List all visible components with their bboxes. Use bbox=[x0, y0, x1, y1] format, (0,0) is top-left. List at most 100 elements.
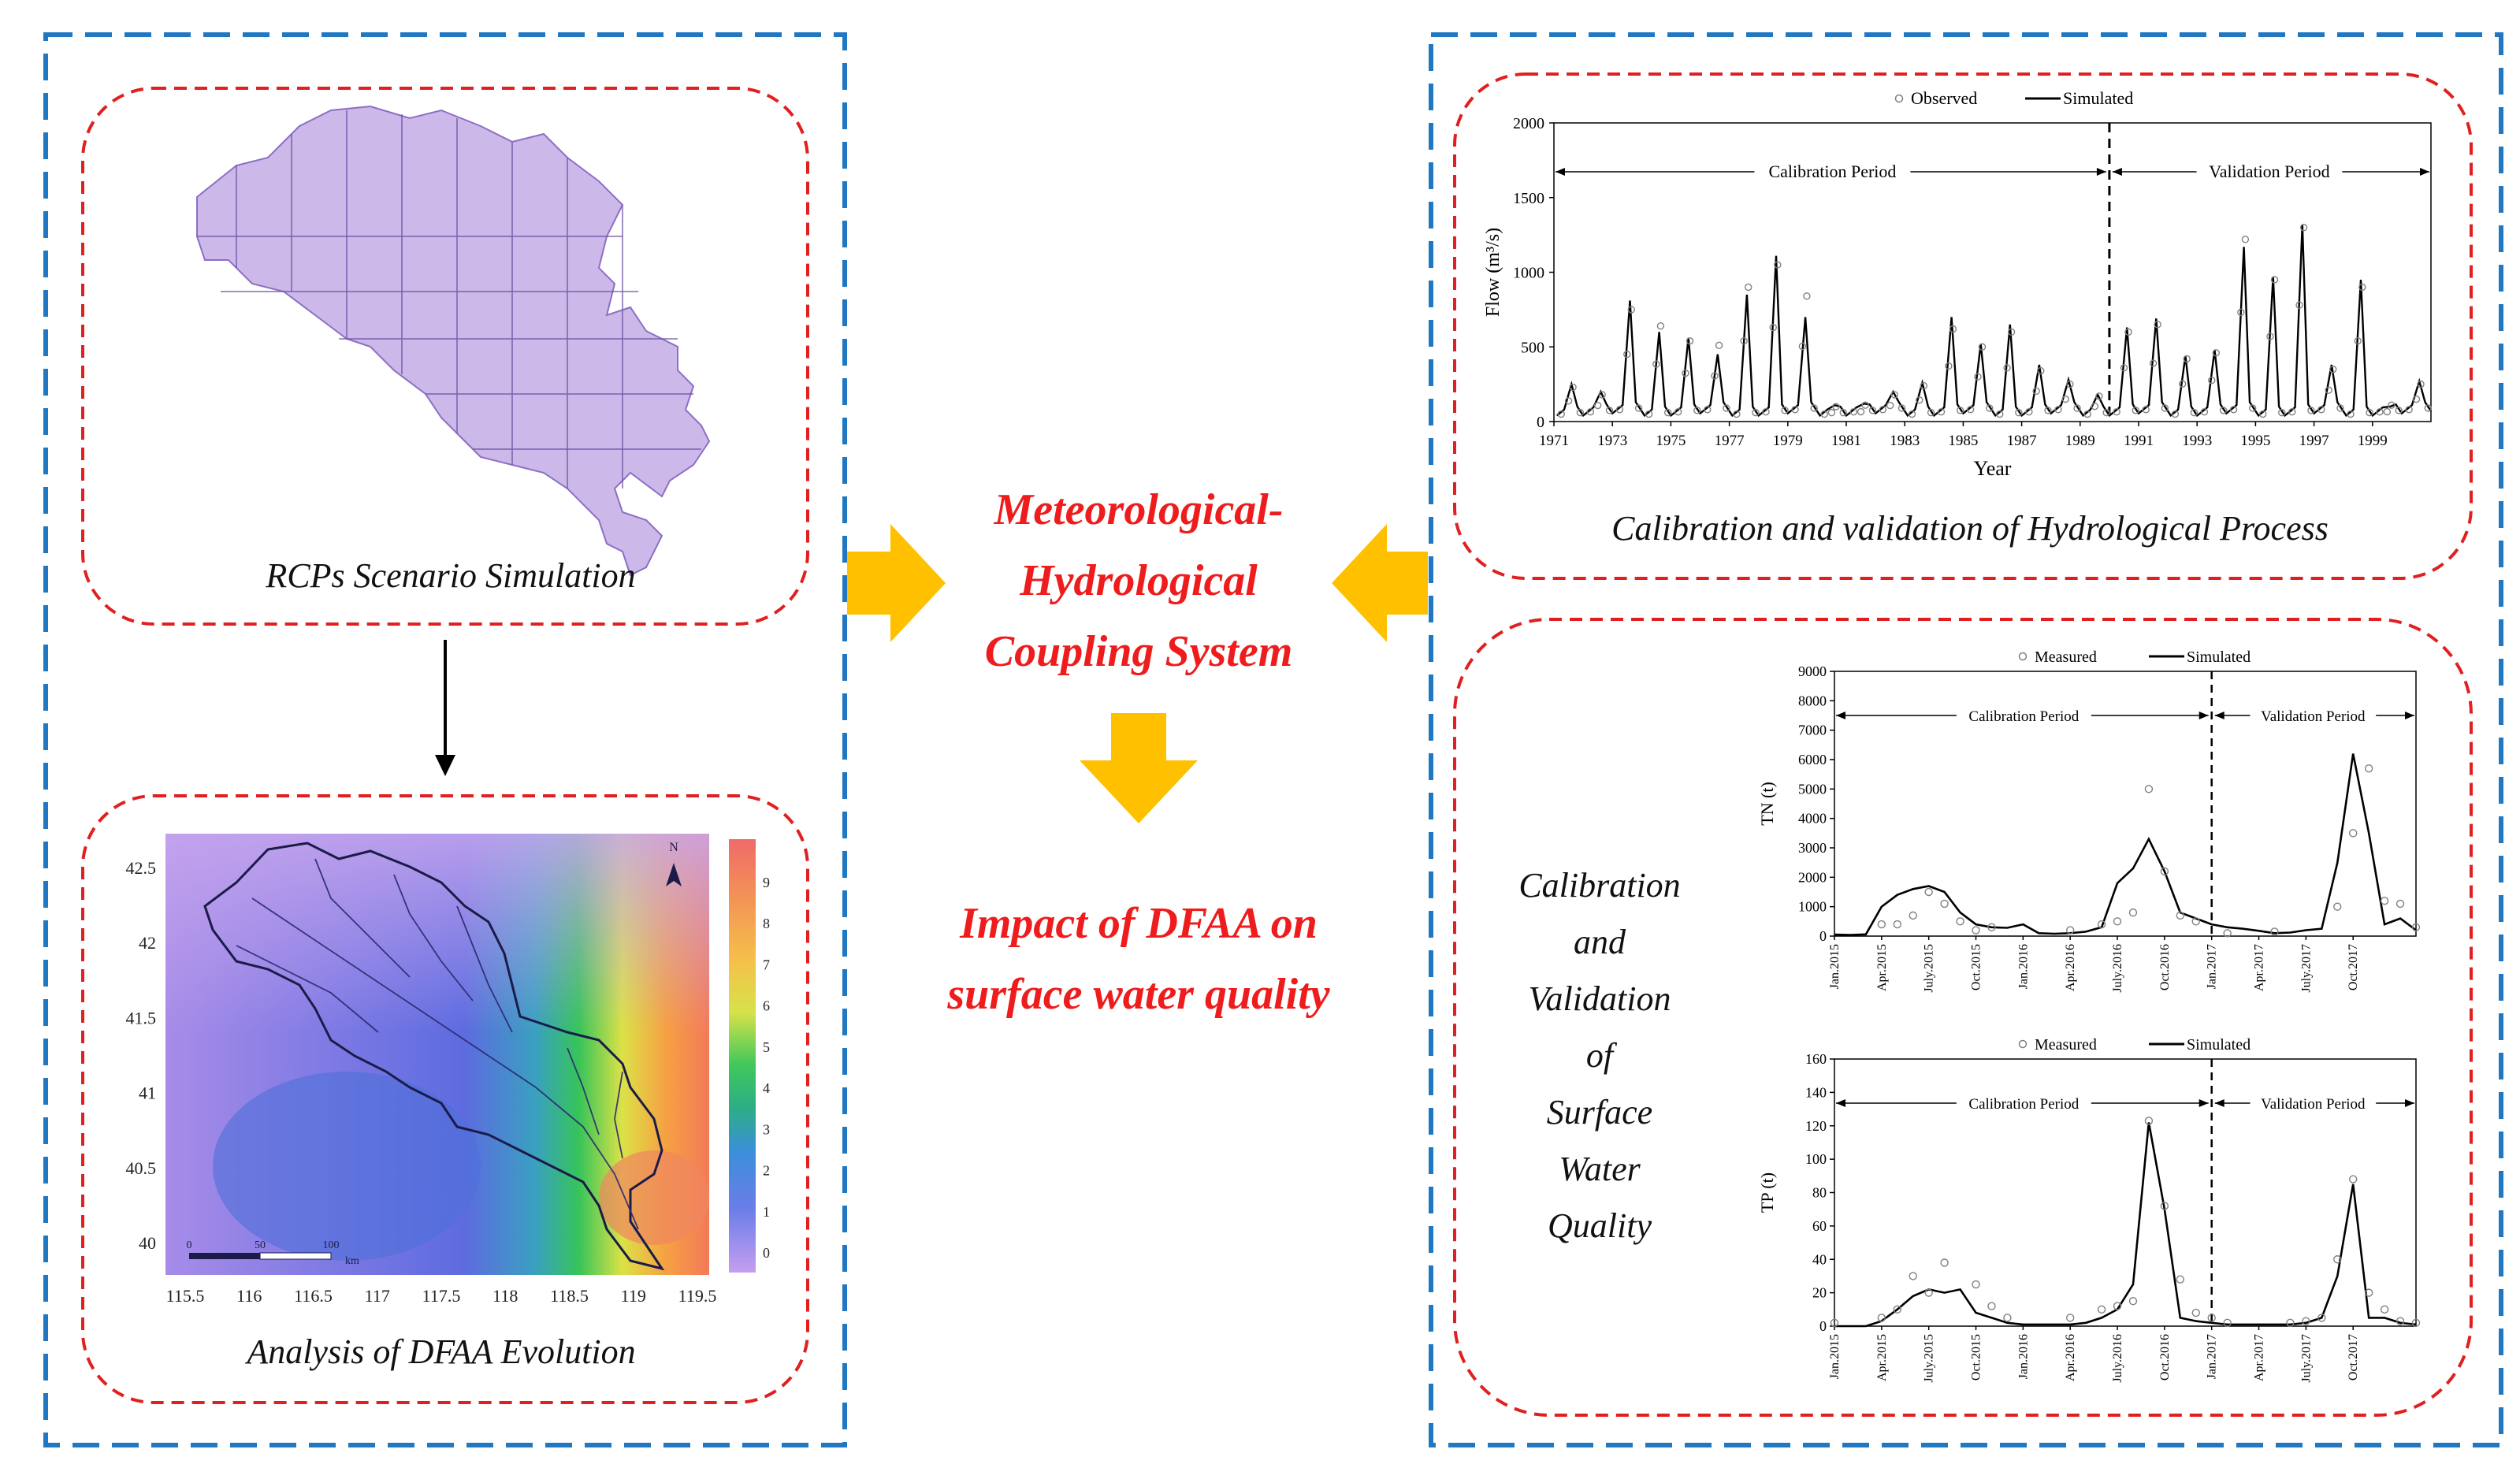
map-x-tick-5: 118 bbox=[492, 1286, 518, 1306]
wq-panel bbox=[1453, 618, 2473, 1417]
tn-measured-point bbox=[2065, 926, 2075, 935]
flow-x-tick-6: 1983 bbox=[1890, 433, 1920, 449]
wq-label: CalibrationandValidationofSurfaceWaterQu… bbox=[1518, 866, 1680, 1245]
scale-label-0: 0 bbox=[187, 1239, 192, 1251]
tn-x-tick-9: Apr.2017 bbox=[2253, 944, 2266, 991]
flow-observed-point bbox=[2329, 365, 2337, 373]
tp-measured-point bbox=[2003, 1314, 2012, 1322]
flow-observed-point bbox=[1920, 381, 1928, 390]
flow-observed-point bbox=[2229, 406, 2238, 414]
flow-observed-point bbox=[1576, 408, 1585, 417]
legend-tick-6: 3 bbox=[763, 1121, 770, 1137]
scale-label-100: 100 bbox=[323, 1239, 340, 1251]
map-x-tick-2: 116.5 bbox=[294, 1286, 333, 1306]
flow-observed-point bbox=[1656, 322, 1665, 330]
wq-label-line-1: and bbox=[1574, 923, 1626, 961]
flow-x-tick-9: 1989 bbox=[2065, 433, 2095, 449]
flow-observed-point bbox=[2161, 404, 2169, 412]
tp-measured-point bbox=[2317, 1314, 2326, 1322]
down-arrow-rcp-to-dfaa bbox=[435, 640, 455, 776]
legend-observed-label: Measured bbox=[2035, 1036, 2097, 1054]
flow-observed-point bbox=[2095, 392, 2103, 400]
legend-observed-marker bbox=[1894, 94, 1904, 103]
tp-measured-point bbox=[2207, 1314, 2216, 1322]
tp-x-tick-6: July.2016 bbox=[2111, 1334, 2124, 1383]
legend-simulated-label: Simulated bbox=[2063, 88, 2133, 108]
validation-period-label: Validation Period bbox=[2209, 162, 2329, 181]
tn-x-tick-8: Jan.2017 bbox=[2206, 944, 2219, 989]
flow-observed-point bbox=[2366, 408, 2373, 417]
map-y-tick-0: 42.5 bbox=[126, 858, 157, 878]
tp-measured-point bbox=[2395, 1317, 2405, 1325]
tn-measured-point bbox=[2349, 829, 2358, 838]
tn-measured-point bbox=[1987, 923, 1996, 932]
flow-observed-point bbox=[1798, 342, 1807, 351]
tp-measured-point bbox=[1877, 1314, 1886, 1322]
calibration-period-label: Calibration Period bbox=[1768, 162, 1896, 181]
flow-observed-point bbox=[1820, 410, 1828, 418]
flow-y-tick-3: 1500 bbox=[1513, 190, 1544, 207]
flow-y-tick-2: 1000 bbox=[1513, 265, 1544, 282]
tn-x-tick-6: July.2016 bbox=[2111, 944, 2124, 993]
flow-observed-point bbox=[2200, 407, 2209, 416]
tp-y-tick-2: 40 bbox=[1812, 1251, 1827, 1267]
coupling-system-title: Meteorological- Hydrological Coupling Sy… bbox=[985, 485, 1293, 676]
north-label: N bbox=[669, 841, 678, 854]
tp-y-tick-0: 0 bbox=[1819, 1318, 1827, 1334]
tn-y-tick-8: 8000 bbox=[1798, 693, 1827, 708]
flow-observed-point bbox=[1674, 407, 1682, 416]
flow-observed-point bbox=[2354, 336, 2362, 345]
flow-observed-point bbox=[1682, 369, 1689, 377]
flow-observed-point bbox=[2025, 407, 2033, 416]
flow-observed-point bbox=[1827, 408, 1836, 417]
flow-observed-point bbox=[1569, 383, 1577, 392]
tn-y-tick-2: 2000 bbox=[1798, 869, 1827, 885]
flow-y-tick-1: 500 bbox=[1521, 339, 1544, 356]
tn-y-tick-1: 1000 bbox=[1798, 899, 1827, 915]
flow-observed-point bbox=[1774, 261, 1782, 269]
flow-x-tick-8: 1987 bbox=[2007, 433, 2037, 449]
flow-observed-point bbox=[1623, 351, 1631, 359]
flow-observed-point bbox=[1996, 410, 2004, 418]
flow-observed-point bbox=[2248, 404, 2257, 412]
tn-y-tick-5: 5000 bbox=[1798, 781, 1827, 797]
tp-x-tick-8: Jan.2017 bbox=[2206, 1334, 2219, 1379]
flow-observed-point bbox=[2142, 406, 2150, 414]
flow-observed-point bbox=[2113, 407, 2120, 416]
tn-simulated-series bbox=[1834, 753, 2417, 936]
arrow-right-icon bbox=[847, 524, 946, 642]
flow-observed-point bbox=[2066, 380, 2074, 388]
tn-measured-point bbox=[1909, 911, 1917, 920]
flow-observed-point bbox=[1916, 396, 1923, 404]
tp-y-tick-5: 100 bbox=[1805, 1151, 1827, 1167]
arrowhead-icon bbox=[1836, 1099, 1845, 1107]
flow-observed-point bbox=[2178, 380, 2187, 388]
tp-x-tick-4: Jan.2016 bbox=[2016, 1334, 2030, 1379]
flow-observed-point bbox=[1849, 407, 1857, 416]
flow-y-tick-4: 2000 bbox=[1513, 115, 1544, 132]
legend-observed-marker bbox=[2018, 1039, 2028, 1049]
rcp-panel bbox=[81, 87, 809, 626]
tp-measured-point bbox=[1972, 1280, 1980, 1289]
flow-observed-point bbox=[1769, 323, 1777, 332]
flow-observed-point bbox=[1627, 306, 1636, 314]
tp-measured-point bbox=[1940, 1258, 1949, 1267]
flow-observed-point bbox=[1832, 403, 1840, 411]
arrowhead-icon bbox=[2420, 168, 2429, 176]
tn-measured-point bbox=[2097, 920, 2106, 929]
tp-measured-point bbox=[2380, 1305, 2389, 1314]
legend-tick-3: 6 bbox=[763, 998, 770, 1014]
flow-observed-point bbox=[2383, 407, 2392, 416]
north-arrow-icon bbox=[666, 863, 682, 886]
legend-simulated-label: Simulated bbox=[2187, 648, 2251, 666]
arrowhead-icon bbox=[1836, 712, 1845, 719]
flow-observed-point bbox=[2212, 349, 2221, 357]
flow-observed-point bbox=[1908, 410, 1916, 418]
tn-measured-point bbox=[2411, 923, 2421, 932]
arrowhead-icon bbox=[2096, 168, 2106, 176]
tn-y-tick-9: 9000 bbox=[1798, 663, 1827, 679]
